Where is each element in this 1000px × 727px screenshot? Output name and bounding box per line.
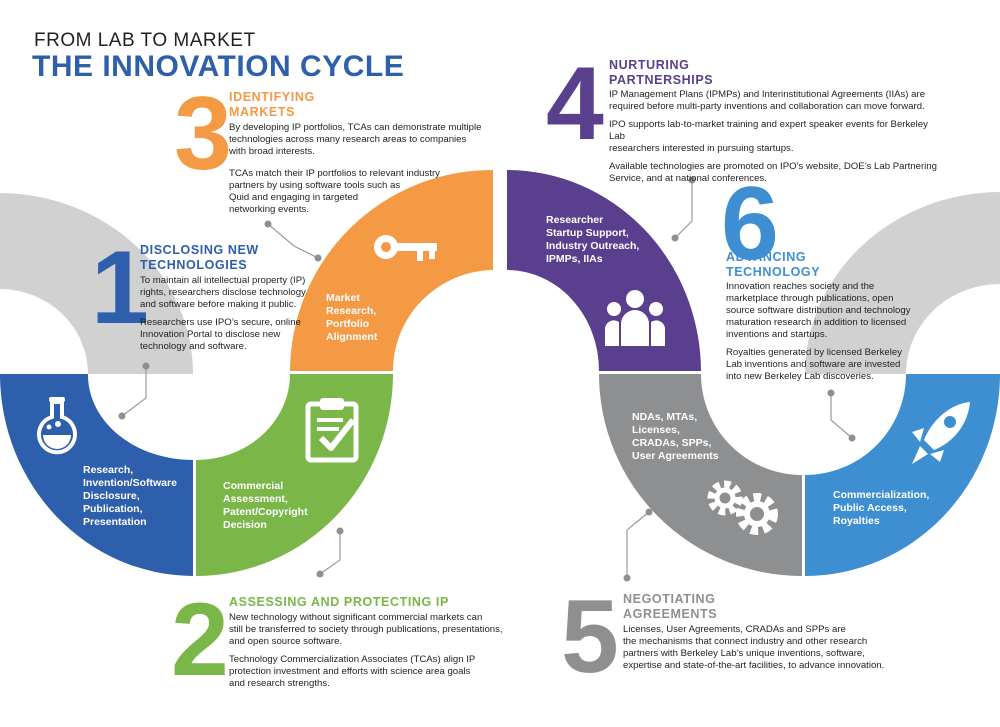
segment-label-gray: NDAs, MTAs,Licenses,CRADAs, SPPs,User Ag…: [632, 411, 719, 462]
step-number-3: 3: [174, 76, 232, 192]
step-number-5: 5: [561, 579, 619, 695]
connector-step6: [830, 393, 853, 439]
step2-body: New technology without significant comme…: [229, 612, 503, 689]
page-subtitle: FROM LAB TO MARKET: [34, 30, 256, 51]
connector-dot: [623, 574, 631, 582]
connector-step4: [674, 180, 693, 239]
page-title: THE INNOVATION CYCLE: [32, 50, 405, 83]
step2-heading: ASSESSING AND PROTECTING IP: [229, 595, 449, 609]
connector-dot: [142, 362, 150, 370]
segment-purple: [507, 170, 701, 371]
connector-step1: [121, 366, 147, 417]
connector-step5: [626, 511, 650, 578]
clipboard-check-icon: [305, 398, 359, 463]
step3-heading: IDENTIFYING MARKETS: [229, 90, 315, 119]
segment-orange: [290, 169, 493, 371]
segment-lightblue: [805, 374, 1000, 576]
connector-dot: [671, 234, 679, 242]
connector-dot: [336, 527, 344, 535]
step6-heading: ADVANCING TECHNOLOGY: [726, 250, 821, 279]
connector-dot: [848, 434, 856, 442]
connector-dot: [314, 254, 322, 262]
left-gray-ring-segment: [0, 193, 193, 374]
segment-green: [196, 374, 393, 576]
step3-body: By developing IP portfolios, TCAs can de…: [229, 122, 482, 215]
connector-step2: [319, 531, 341, 575]
rocket-icon: [912, 402, 970, 464]
step-number-2: 2: [171, 582, 229, 698]
gears-icon: [707, 480, 778, 535]
segment-gray: [599, 374, 802, 576]
step4-body: IP Management Plans (IPMPs) and Interins…: [609, 89, 937, 184]
connector-step3: [267, 223, 319, 259]
connector-dot: [645, 508, 653, 516]
key-icon: [374, 235, 437, 261]
connector-dot: [688, 176, 696, 184]
step-number-4: 4: [546, 46, 604, 162]
right-gray-ring-segment: [805, 192, 1000, 374]
connector-dot: [316, 570, 324, 578]
step-number-1: 1: [91, 230, 149, 346]
step-number-6: 6: [721, 166, 779, 282]
step5-heading: NEGOTIATING AGREEMENTS: [623, 592, 718, 621]
connector-dot: [118, 412, 126, 420]
people-icon: [605, 290, 665, 346]
step1-body: To maintain all intellectual property (I…: [140, 275, 306, 352]
segment-blue: [0, 374, 193, 576]
step4-heading: NURTURING PARTNERSHIPS: [609, 58, 714, 87]
step5-body: Licenses, User Agreements, CRADAs and SP…: [623, 624, 885, 671]
connector-dot: [264, 220, 272, 228]
step1-heading: DISCLOSING NEW TECHNOLOGIES: [140, 243, 259, 272]
segment-label-lightblue: Commercialization,Public Access,Royaltie…: [833, 489, 930, 527]
connector-dot: [827, 389, 835, 397]
flask-icon: [37, 397, 77, 455]
